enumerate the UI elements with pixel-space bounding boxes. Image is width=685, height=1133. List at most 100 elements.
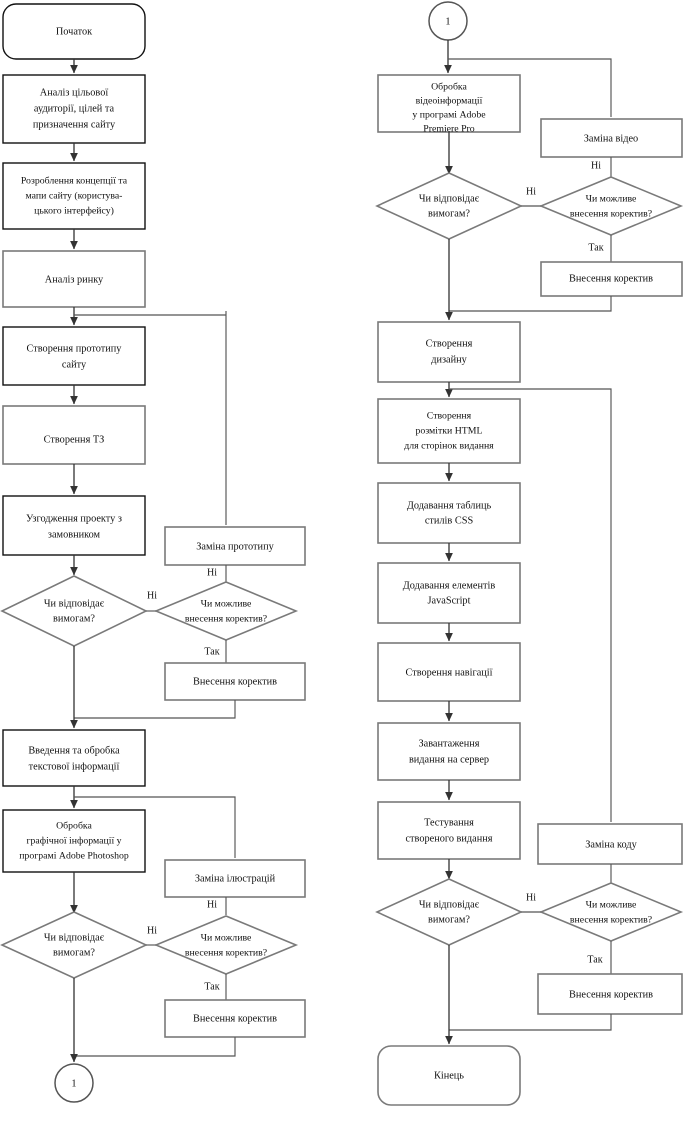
- edge-label-no-prototype-top: Ні: [207, 567, 217, 578]
- decision-video-line1: Чи відповідає: [419, 193, 480, 204]
- edge-prototype-feedback-rail: [74, 311, 227, 525]
- decision-prototype-meets-requirements: Чи відповідає вимогам?: [0, 575, 148, 647]
- node-text-processing-line2: текстової інформації: [29, 761, 120, 772]
- decision-video-line2: вимогам?: [428, 208, 470, 219]
- node-video-processing-line2: відеоінформації: [416, 95, 483, 106]
- node-apply-fixes-code: Внесення коректив: [537, 973, 683, 1015]
- node-start-label: Початок: [56, 26, 93, 37]
- edge-code-feedback-rail: [449, 388, 612, 822]
- edge-label-no-illustrations-top: Ні: [207, 899, 217, 910]
- edge-fix3-back: [449, 296, 612, 312]
- node-market-analysis: Аналіз ринку: [2, 250, 146, 308]
- edge-label-yes-d8: Так: [587, 954, 602, 965]
- edge-label-no-d1: Ні: [147, 590, 157, 601]
- node-replace-video-label: Заміна відео: [584, 133, 638, 144]
- node-testing: Тестування створеного видання: [377, 801, 521, 860]
- connector-in-1: 1: [428, 1, 468, 41]
- node-apply-fixes-illustrations-label: Внесення коректив: [193, 1013, 277, 1024]
- node-replace-prototype: Заміна прототипу: [164, 526, 306, 566]
- node-concept-sitemap-line3: цького інтерфейсу): [34, 205, 114, 216]
- node-market-analysis-label: Аналіз ринку: [45, 274, 104, 285]
- node-concept-sitemap-line1: Розроблення концепції та: [21, 175, 128, 186]
- decision-testing-fix-line1: Чи можливе: [586, 899, 637, 910]
- node-add-javascript: Додавання елементів JavaScript: [377, 562, 521, 624]
- edge-fix2-back: [74, 1037, 236, 1057]
- node-start: Початок: [2, 3, 146, 60]
- decision-video-can-fix: Чи можливе внесення коректив?: [538, 176, 684, 236]
- edge-label-no-d5: Ні: [526, 186, 536, 197]
- node-create-design: Створення дизайну: [377, 321, 521, 383]
- node-apply-fixes-code-label: Внесення коректив: [569, 989, 653, 1000]
- node-testing-line1: Тестування: [424, 817, 474, 828]
- node-apply-fixes-illustrations: Внесення коректив: [164, 999, 306, 1038]
- node-add-css-line2: стилів CSS: [425, 515, 474, 526]
- edge-label-yes-d4: Так: [204, 981, 219, 992]
- decision-graphics-can-fix: Чи можливе внесення коректив?: [153, 915, 299, 975]
- node-concept-sitemap-line2: мапи сайту (користува-: [26, 190, 123, 201]
- node-upload-to-server-line1: Завантаження: [418, 738, 479, 749]
- node-apply-fixes-video-label: Внесення коректив: [569, 273, 653, 284]
- node-create-tz: Створення ТЗ: [2, 405, 146, 465]
- connector-in-1-label: 1: [445, 16, 450, 27]
- edge-fix1-back: [74, 700, 236, 719]
- edge-label-no-d7: Ні: [526, 892, 536, 903]
- decision-graphics-meets-requirements: Чи відповідає вимогам?: [0, 911, 148, 979]
- edge-illustration-feedback-rail: [74, 796, 236, 858]
- node-create-prototype: Створення прототипу сайту: [2, 326, 146, 386]
- node-create-navigation: Створення навігації: [377, 642, 521, 702]
- node-end-label: Кінець: [434, 1070, 464, 1081]
- node-approve-with-client-line2: замовником: [48, 529, 101, 540]
- connector-out-1: 1: [54, 1063, 94, 1103]
- node-graphics-processing-line3: програмі Adobe Photoshop: [19, 850, 129, 861]
- node-apply-fixes-video: Внесення коректив: [540, 261, 683, 297]
- node-text-processing-line1: Введення та обробка: [28, 745, 120, 756]
- node-create-navigation-label: Створення навігації: [405, 667, 492, 678]
- edge-label-no-video-top: Ні: [591, 160, 601, 171]
- node-apply-fixes-prototype: Внесення коректив: [164, 662, 306, 701]
- node-video-processing-line1: Обробка: [431, 81, 467, 92]
- node-upload-to-server: Завантаження видання на сервер: [377, 722, 521, 781]
- node-end: Кінець: [377, 1045, 521, 1106]
- decision-graphics-line1: Чи відповідає: [44, 932, 105, 943]
- decision-testing-can-fix: Чи можливе внесення коректив?: [538, 882, 684, 942]
- node-add-css: Додавання таблиць стилів CSS: [377, 482, 521, 544]
- decision-testing-fix-line2: внесення коректив?: [570, 914, 652, 925]
- node-video-processing: Обробка відеоінформації у програмі Adobe…: [377, 74, 521, 134]
- node-create-design-line2: дизайну: [431, 354, 467, 365]
- decision-graphics-line2: вимогам?: [53, 947, 95, 958]
- node-concept-sitemap: Розроблення концепції та мапи сайту (кор…: [2, 162, 146, 230]
- node-add-css-line1: Додавання таблиць: [407, 500, 492, 511]
- node-audience-analysis: Аналіз цільової аудиторії, цілей та приз…: [2, 74, 146, 144]
- node-audience-analysis-line3: призначення сайту: [33, 119, 116, 130]
- decision-prototype-line2: вимогам?: [53, 613, 95, 624]
- node-upload-to-server-line2: видання на сервер: [409, 754, 489, 765]
- decision-graphics-fix-line1: Чи можливе: [201, 932, 252, 943]
- decision-prototype-fix-line1: Чи можливе: [201, 598, 252, 609]
- decision-prototype-can-fix: Чи можливе внесення коректив?: [153, 581, 299, 641]
- node-video-processing-line3: у програмі Adobe: [412, 109, 486, 120]
- decision-testing-line1: Чи відповідає: [419, 899, 480, 910]
- node-replace-illustrations-label: Заміна ілюстрацій: [195, 873, 276, 884]
- node-approve-with-client-line1: Узгодження проекту з: [26, 513, 122, 524]
- node-create-html-line1: Створення: [427, 410, 472, 421]
- edge-video-feedback-rail: [448, 58, 612, 117]
- node-replace-prototype-label: Заміна прототипу: [196, 541, 274, 552]
- node-audience-analysis-line2: аудиторії, цілей та: [34, 103, 115, 114]
- edge-label-yes-d6: Так: [588, 242, 603, 253]
- edge-fix4-back: [449, 1014, 612, 1031]
- decision-testing-meets-requirements: Чи відповідає вимогам?: [375, 878, 523, 946]
- node-add-javascript-line2: JavaScript: [428, 595, 471, 606]
- node-audience-analysis-line1: Аналіз цільової: [40, 87, 109, 98]
- node-create-html-line2: розмітки HTML: [416, 425, 483, 436]
- node-video-processing-line4: Premiere Pro: [423, 123, 475, 134]
- decision-prototype-fix-line2: внесення коректив?: [185, 613, 267, 624]
- node-testing-line2: створеного видання: [405, 833, 492, 844]
- node-apply-fixes-prototype-label: Внесення коректив: [193, 676, 277, 687]
- node-graphics-processing: Обробка графічної інформації у програмі …: [2, 809, 146, 873]
- node-replace-code: Заміна коду: [537, 823, 683, 865]
- node-create-prototype-line2: сайту: [62, 359, 87, 370]
- decision-graphics-fix-line2: внесення коректив?: [185, 947, 267, 958]
- edge-label-no-d3: Ні: [147, 925, 157, 936]
